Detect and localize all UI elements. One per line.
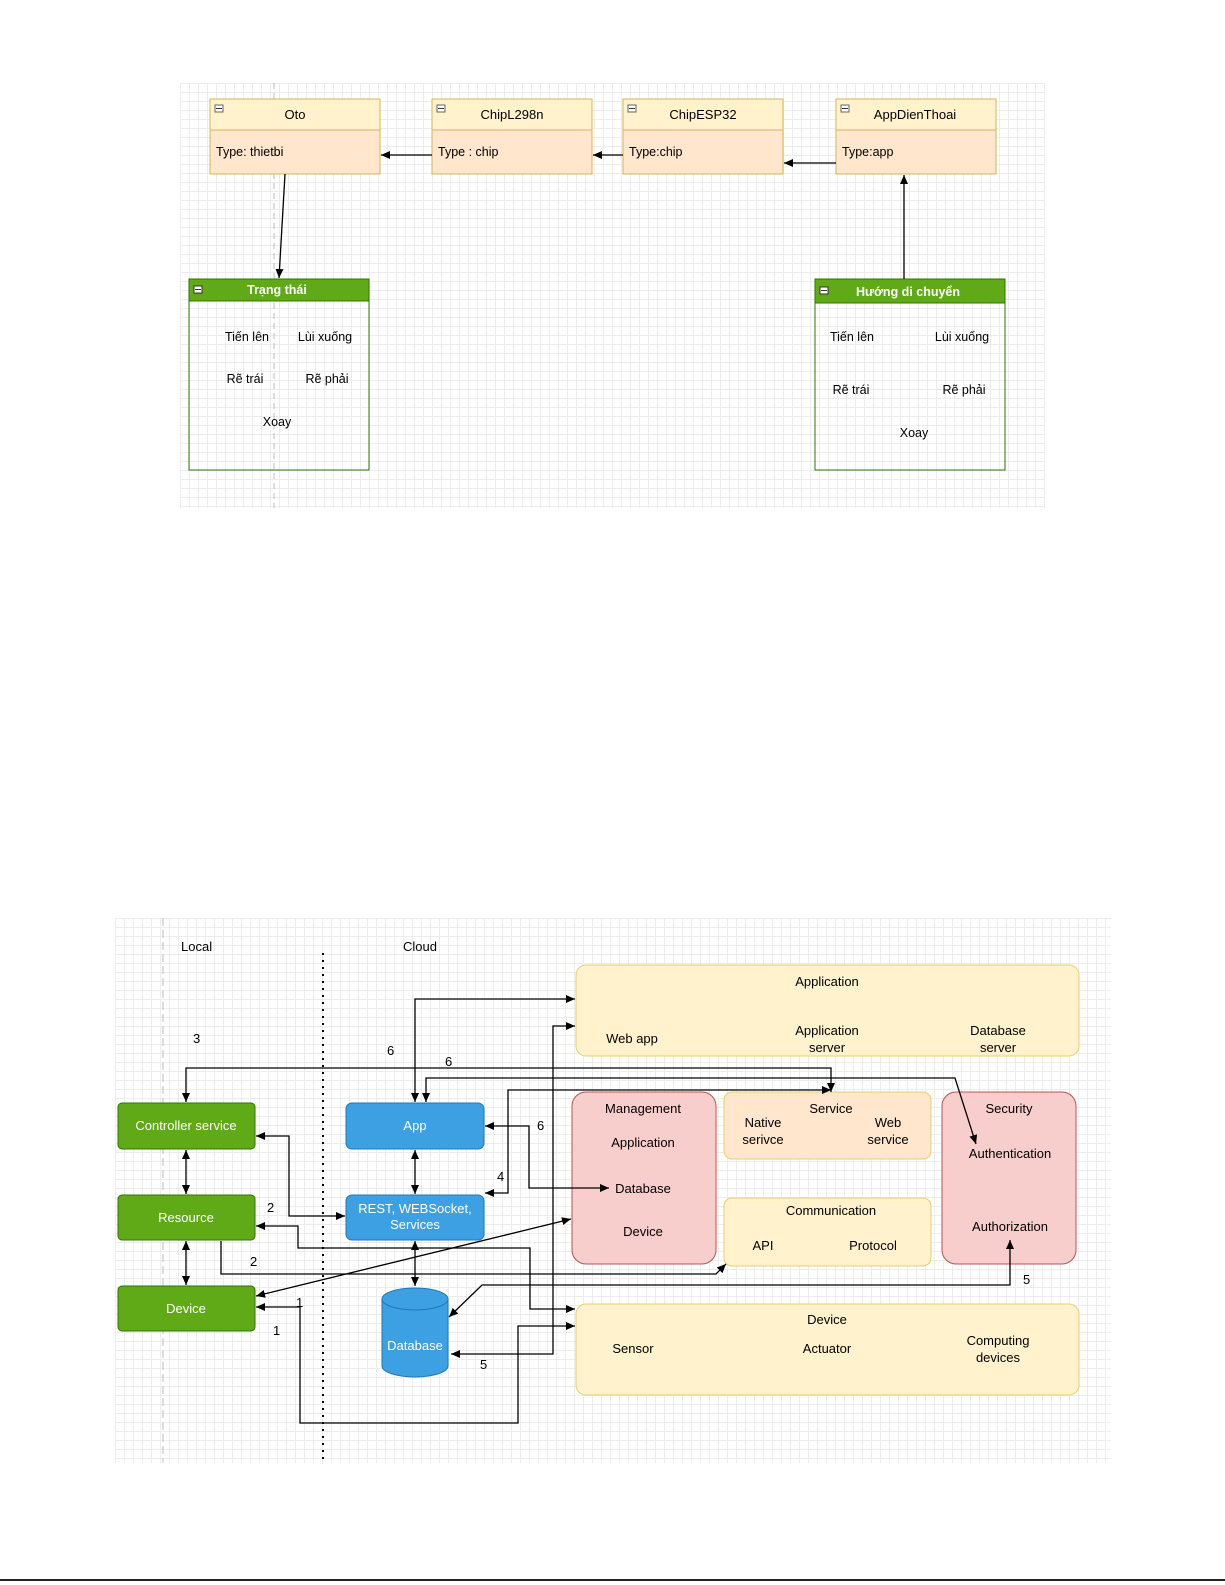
bottom-diagram: Local Cloud Application Web app Applicat… <box>115 918 1111 1463</box>
protocol-label: Protocol <box>849 1238 897 1253</box>
device-layer-title: Device <box>807 1312 847 1327</box>
state-box-trang-thai[interactable]: Trạng thái Tiến lên Lùi xuống Rẽ trái Rẽ… <box>188 278 370 471</box>
state-item: Rẽ trái <box>833 383 870 397</box>
class-attr: Type:app <box>842 145 893 159</box>
top-diagram-canvas: Oto Type: thietbi ChipL298n Type : chip … <box>188 83 1006 508</box>
database-cylinder[interactable]: Database <box>381 1287 449 1378</box>
application-server-label: server <box>809 1040 846 1055</box>
state-item: Xoay <box>263 415 292 429</box>
state-box-huong-di-chuyen[interactable]: Hướng di chuyển Tiến lên Lùi xuống Rẽ tr… <box>814 278 1006 471</box>
class-chip-esp32[interactable]: ChipESP32 Type:chip <box>622 98 784 175</box>
service-box[interactable]: Service Native serivce Web service <box>723 1091 932 1160</box>
web-app-label: Web app <box>606 1031 658 1046</box>
service-title: Service <box>809 1101 852 1116</box>
edge-controller-rest-2 <box>256 1132 345 1220</box>
authentication-label: Authentication <box>969 1146 1051 1161</box>
state-item: Lùi xuống <box>298 330 352 344</box>
edge-label: 5 <box>480 1357 487 1372</box>
application-title: Application <box>795 974 859 989</box>
edge-label: 6 <box>387 1043 394 1058</box>
controller-service-node[interactable]: Controller service <box>117 1102 256 1150</box>
rest-label: REST, WEBSocket, <box>358 1201 471 1216</box>
management-device: Device <box>623 1224 663 1239</box>
rest-label: Services <box>390 1217 440 1232</box>
app-node[interactable]: App <box>345 1102 485 1150</box>
class-attr: Type:chip <box>629 145 683 159</box>
bottom-connectors <box>182 995 1014 1424</box>
resource-label: Resource <box>158 1210 214 1225</box>
resource-node[interactable]: Resource <box>117 1194 256 1241</box>
computing-devices-label: devices <box>976 1350 1021 1365</box>
class-name: AppDienThoai <box>874 107 956 122</box>
application-server-label: Application <box>795 1023 859 1038</box>
edge-app-authentication-6 <box>422 1077 978 1145</box>
state-title: Hướng di chuyển <box>856 285 960 299</box>
database-server-label: Database <box>970 1023 1026 1038</box>
web-service-label: Web <box>875 1115 902 1130</box>
edge-label: 5 <box>1023 1272 1030 1287</box>
edge-label: 3 <box>193 1031 200 1046</box>
api-label: API <box>753 1238 774 1253</box>
class-name: ChipESP32 <box>669 107 736 122</box>
security-title: Security <box>986 1101 1033 1116</box>
class-app-dien-thoai[interactable]: AppDienThoai Type:app <box>835 98 997 175</box>
management-database: Database <box>615 1181 671 1196</box>
rest-services-node[interactable]: REST, WEBSocket, Services <box>345 1194 485 1241</box>
application-layer[interactable]: Application Web app Application server D… <box>575 964 1080 1057</box>
arrow-oto-to-trang-thai <box>275 173 286 279</box>
state-item: Rẽ phải <box>305 372 348 386</box>
computing-devices-label: Computing <box>967 1333 1030 1348</box>
state-item: Rẽ phải <box>942 383 985 397</box>
communication-box[interactable]: Communication API Protocol <box>723 1197 932 1267</box>
controller-service-label: Controller service <box>135 1118 236 1133</box>
top-diagram: Oto Type: thietbi ChipL298n Type : chip … <box>180 83 1045 508</box>
state-item: Tiến lên <box>830 330 874 344</box>
edge-app-application-6 <box>411 995 575 1102</box>
zone-label-local: Local <box>181 939 212 954</box>
device-label: Device <box>166 1301 206 1316</box>
actuator-label: Actuator <box>803 1341 852 1356</box>
state-item: Rẽ trái <box>227 372 264 386</box>
edge-label: 1 <box>273 1323 280 1338</box>
zone-label-cloud: Cloud <box>403 939 437 954</box>
management-application: Application <box>611 1135 675 1150</box>
state-title: Trạng thái <box>247 283 307 297</box>
page-bottom-rule <box>0 1579 1225 1581</box>
device-layer[interactable]: Device Sensor Actuator Computing devices <box>575 1303 1080 1396</box>
database-server-label: server <box>980 1040 1017 1055</box>
security-box[interactable]: Security Authentication Authorization <box>941 1091 1077 1265</box>
edge-labels: 3 6 6 6 4 2 2 1 1 5 5 <box>193 1031 1030 1372</box>
edge-label: 4 <box>497 1169 504 1184</box>
state-item: Lùi xuống <box>935 330 989 344</box>
database-label: Database <box>387 1338 443 1353</box>
authorization-label: Authorization <box>972 1219 1048 1234</box>
app-label: App <box>403 1118 426 1133</box>
edge-label: 6 <box>537 1118 544 1133</box>
web-service-label: service <box>867 1132 908 1147</box>
native-service-label: Native <box>745 1115 782 1130</box>
edge-label: 2 <box>250 1254 257 1269</box>
management-title: Management <box>605 1101 681 1116</box>
class-oto[interactable]: Oto Type: thietbi <box>209 98 381 175</box>
device-node[interactable]: Device <box>117 1285 256 1332</box>
class-name: ChipL298n <box>481 107 544 122</box>
top-connectors <box>275 151 908 279</box>
native-service-label: serivce <box>742 1132 783 1147</box>
communication-title: Communication <box>786 1203 876 1218</box>
management-box[interactable]: Management Application Database Device <box>571 1091 717 1265</box>
class-attr: Type : chip <box>438 145 498 159</box>
edge-label: 1 <box>296 1295 303 1310</box>
class-chip-l298n[interactable]: ChipL298n Type : chip <box>431 98 593 175</box>
edge-label: 2 <box>267 1200 274 1215</box>
sensor-label: Sensor <box>612 1341 654 1356</box>
class-attr: Type: thietbi <box>216 145 283 159</box>
state-item: Tiến lên <box>225 330 269 344</box>
edge-database-application-5 <box>451 1022 575 1358</box>
state-item: Xoay <box>900 426 929 440</box>
class-name: Oto <box>285 107 306 122</box>
bottom-diagram-canvas: Local Cloud Application Web app Applicat… <box>117 918 1080 1463</box>
edge-label: 6 <box>445 1054 452 1069</box>
